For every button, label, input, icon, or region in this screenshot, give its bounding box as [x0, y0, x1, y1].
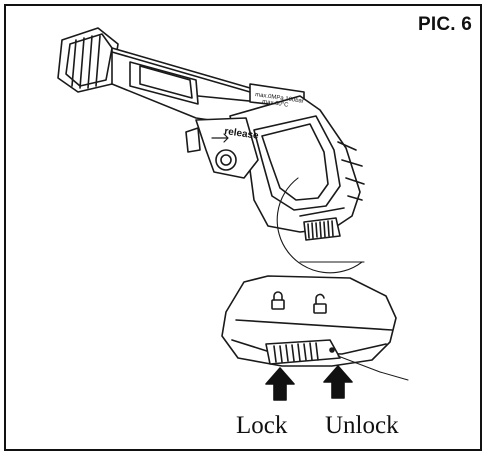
- lock-arrow-icon: [265, 367, 295, 401]
- gun-handle: [229, 95, 365, 233]
- release-label: release: [224, 126, 260, 142]
- detail-magnifier: [276, 177, 365, 274]
- lock-symbol-icon: [271, 291, 285, 310]
- slider-thumb-detail: [265, 339, 341, 365]
- gun-nozzle-connector: [57, 27, 119, 93]
- figure-label: PIC. 6: [418, 14, 472, 35]
- lock-caption: Lock: [236, 412, 288, 439]
- unlock-caption: Unlock: [325, 412, 399, 439]
- spec-text-line-2: max.60°C: [262, 99, 290, 109]
- slider-detail: [221, 275, 409, 381]
- gun-trigger: [185, 117, 259, 179]
- unlock-arrow-icon: [323, 365, 353, 399]
- gun-lock-slider: [303, 217, 341, 241]
- unlock-symbol-icon: [313, 293, 327, 314]
